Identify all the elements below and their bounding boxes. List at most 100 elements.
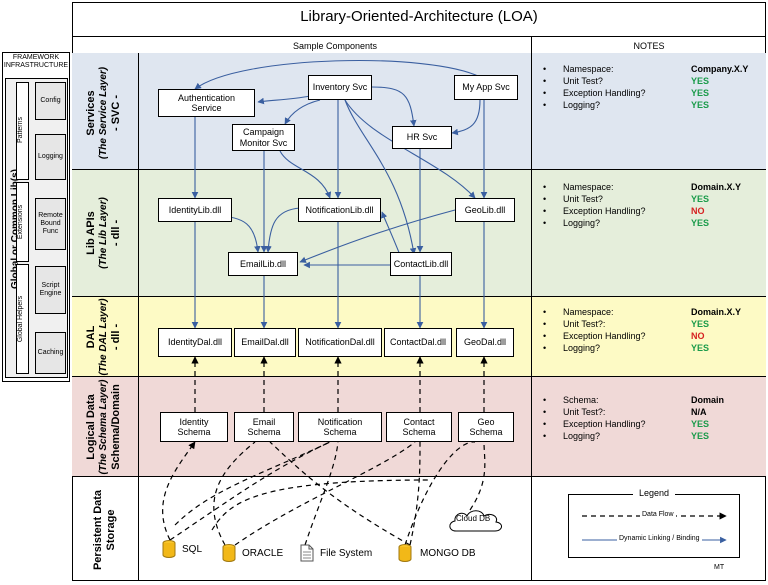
note-value: YES [691, 76, 710, 86]
note-key: Unit Test? [563, 194, 603, 204]
layer-label-divider [138, 53, 139, 581]
notification-lib: NotificationLib.dll [298, 198, 381, 222]
framework-config: Config [35, 82, 66, 120]
notes-services: • Namespace: Company.X.Y • Unit Test? YES • E… [543, 64, 758, 114]
note-key: Namespace: [563, 64, 614, 74]
note-value: Domain [691, 395, 725, 405]
bullet-icon: • [543, 218, 547, 228]
bullet-icon: • [543, 331, 547, 341]
campaign-monitor-svc: Campaign Monitor Svc [232, 124, 295, 151]
legend-dynamic-linking-label: Dynamic Linking / Binding [617, 535, 702, 542]
mongo-db-label: MONGO DB [420, 548, 476, 559]
column-header-components: Sample Components [292, 41, 378, 51]
framework-caching: Caching [35, 332, 66, 374]
note-key: Logging? [563, 218, 601, 228]
bullet-icon: • [543, 407, 547, 417]
notes-services-band [532, 53, 766, 170]
bullet-icon: • [543, 76, 547, 86]
bullet-icon: • [543, 343, 547, 353]
note-key: Unit Test?: [563, 319, 606, 329]
note-key: Unit Test?: [563, 407, 606, 417]
note-key: Exception Handling? [563, 331, 646, 341]
contact-dal: ContactDal.dll [384, 328, 452, 357]
bullet-icon: • [543, 307, 547, 317]
data-flow-lines [162, 356, 488, 546]
email-lib: EmailLib.dll [228, 252, 298, 276]
note-value: YES [691, 100, 710, 110]
geo-dal: GeoDal.dll [456, 328, 514, 357]
note-value: YES [691, 88, 710, 98]
bullet-icon: • [543, 100, 547, 110]
cloud-db-icon [449, 510, 502, 532]
note-key: Exception Handling? [563, 88, 646, 98]
framework-remote-bound-func: Remote Bound Func [35, 198, 66, 250]
notes-dal-band [532, 297, 766, 377]
identity-dal: IdentityDal.dll [158, 328, 232, 357]
identity-lib: IdentityLib.dll [158, 198, 232, 222]
notes-dal: • Namespace: Domain.X.Y • Unit Test?: YES • E… [543, 307, 758, 357]
note-value: Domain.X.Y [691, 307, 742, 317]
cloud-db-label: Cloud DB [456, 514, 491, 523]
notes-schema-band [532, 377, 766, 477]
framework-script-engine: Script Engine [35, 266, 66, 314]
inventory-svc: Inventory Svc [308, 75, 372, 100]
my-app-svc: My App Svc [454, 75, 518, 100]
note-value: YES [691, 218, 710, 228]
bullet-icon: • [543, 319, 547, 329]
note-value: NO [691, 331, 705, 341]
note-key: Namespace: [563, 307, 614, 317]
mongo-db-icon [398, 544, 412, 562]
notification-schema: Notification Schema [298, 412, 382, 442]
legend-box [568, 494, 740, 558]
email-dal: EmailDal.dll [234, 328, 296, 357]
note-key: Unit Test? [563, 76, 603, 86]
notification-dal: NotificationDal.dll [298, 328, 382, 357]
note-key: Schema: [563, 395, 599, 405]
contact-lib: ContactLib.dll [390, 252, 452, 276]
oracle-db-icon [222, 544, 236, 562]
hr-svc: HR Svc [392, 126, 452, 149]
column-header-notes: NOTES [633, 41, 665, 51]
legend-data-flow-label: Data Flow [640, 511, 676, 518]
note-value: YES [691, 194, 710, 204]
legend-title: Legend [568, 488, 740, 498]
geo-schema: Geo Schema [458, 412, 514, 442]
signature: MT [714, 564, 725, 571]
dynamic-linking-lines [191, 59, 488, 329]
bullet-icon: • [543, 431, 547, 441]
note-value: NO [691, 206, 705, 216]
note-value: YES [691, 431, 710, 441]
title-divider [72, 36, 766, 37]
authentication-service: Authentication Service [158, 89, 255, 117]
framework-logging: Logging [35, 134, 66, 180]
note-key: Namespace: [563, 182, 614, 192]
note-key: Exception Handling? [563, 419, 646, 429]
file-system-icon [300, 544, 314, 562]
oracle-label: ORACLE [242, 548, 284, 559]
identity-schema: Identity Schema [160, 412, 228, 442]
note-value: YES [691, 419, 710, 429]
note-key: Exception Handling? [563, 206, 646, 216]
legend-lines [582, 512, 727, 544]
note-value: YES [691, 319, 710, 329]
note-value: Company.X.Y [691, 64, 749, 74]
framework-header: FRAMEWORK INFRASTRUCTURE [3, 54, 69, 69]
patterns-group [16, 82, 29, 180]
sql-label: SQL [182, 544, 203, 555]
global-helpers-group [16, 264, 29, 374]
note-key: Logging? [563, 343, 601, 353]
bullet-icon: • [543, 206, 547, 216]
contact-schema: Contact Schema [386, 412, 452, 442]
lib-band [72, 170, 532, 297]
bullet-icon: • [543, 64, 547, 74]
bullet-icon: • [543, 182, 547, 192]
geo-lib: GeoLib.dll [455, 198, 515, 222]
notes-divider [531, 36, 532, 581]
extensions-group [16, 182, 29, 262]
notes-schema: •Schema:Domain •Unit Test?:N/A •Exceptio… [543, 395, 758, 445]
bullet-icon: • [543, 194, 547, 204]
email-schema: Email Schema [234, 412, 294, 442]
note-value: N/A [691, 407, 707, 417]
bullet-icon: • [543, 88, 547, 98]
